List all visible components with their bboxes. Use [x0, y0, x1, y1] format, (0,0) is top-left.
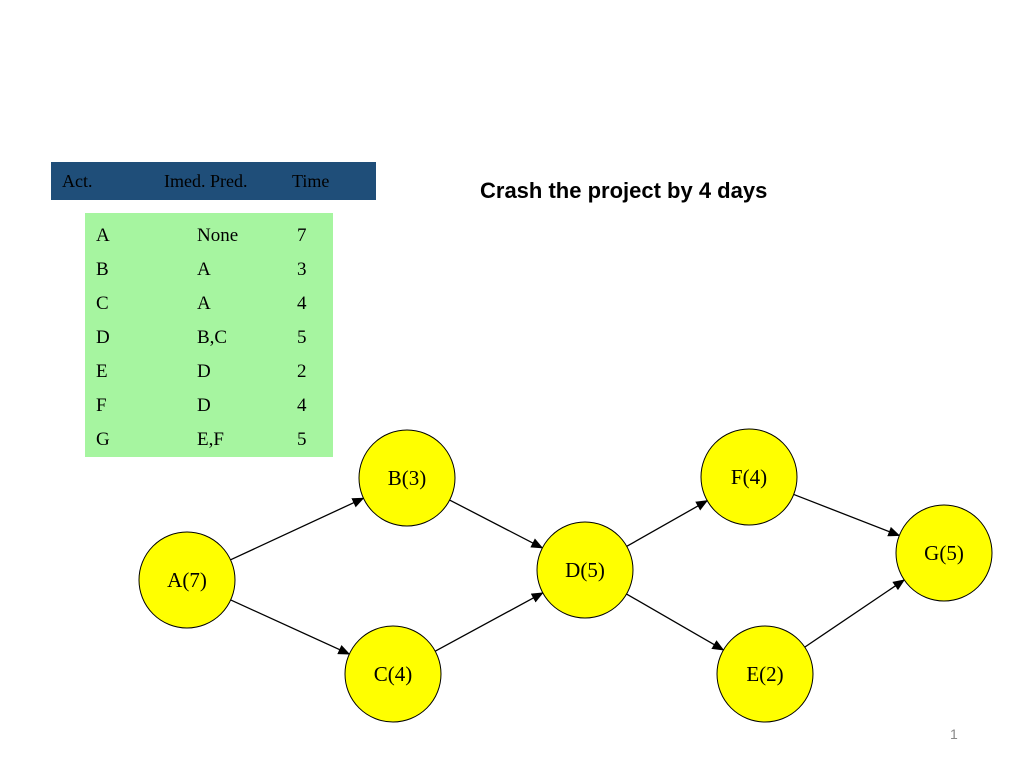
node-a: A(7) [138, 531, 236, 629]
edge-f-g [793, 493, 901, 537]
cell-pred: None [197, 225, 239, 246]
node-label: G(5) [924, 541, 964, 565]
edge-e-g [804, 579, 906, 648]
node-circle [536, 521, 634, 619]
node-label: B(3) [388, 466, 427, 490]
cell-act: C [96, 293, 109, 314]
edge-a-b [230, 497, 365, 561]
node-label: E(2) [746, 662, 783, 686]
table-row: C A 4 [85, 285, 333, 319]
nodes-layer: A(7) B(3) C(4) D(5) E(2) F(4) G(5) [138, 428, 993, 723]
node-c: C(4) [344, 625, 442, 723]
header-act: Act. [62, 171, 93, 191]
cell-pred: D [197, 395, 211, 416]
table-row: E D 2 [85, 353, 333, 387]
cell-time: 3 [297, 259, 307, 280]
node-circle [700, 428, 798, 526]
table-row: G E,F 5 [85, 421, 333, 455]
header-pred: Imed. Pred. [164, 171, 248, 191]
table-row: B A 3 [85, 251, 333, 285]
table-row: A None 7 [85, 217, 333, 251]
activity-table: A None 7 B A 3 C A 4 D B,C 5 E D 2 F D 4… [85, 213, 333, 457]
node-circle [716, 625, 814, 723]
node-e: E(2) [716, 625, 814, 723]
table-row: D B,C 5 [85, 319, 333, 353]
node-label: A(7) [167, 568, 207, 592]
node-label: F(4) [731, 465, 767, 489]
cell-time: 7 [297, 225, 307, 246]
cell-pred: A [197, 259, 211, 280]
cell-act: A [96, 225, 110, 246]
node-d: D(5) [536, 521, 634, 619]
edge-c-d [434, 592, 544, 652]
node-g: G(5) [895, 504, 993, 602]
edge-a-c [230, 599, 351, 655]
node-circle [895, 504, 993, 602]
node-b: B(3) [358, 429, 456, 527]
header-time: Time [292, 171, 330, 191]
cell-act: B [96, 259, 109, 280]
edge-d-e [626, 593, 725, 651]
page-number: 1 [950, 726, 958, 742]
node-circle [358, 429, 456, 527]
cell-time: 2 [297, 361, 307, 382]
node-f: F(4) [700, 428, 798, 526]
cell-time: 5 [297, 429, 307, 450]
cell-pred: A [197, 293, 211, 314]
node-circle [344, 625, 442, 723]
cell-act: E [96, 361, 108, 382]
cell-pred: D [197, 361, 211, 382]
table-header: Act. Imed. Pred. Time [51, 162, 376, 200]
edges-layer [230, 493, 906, 655]
cell-pred: E,F [197, 429, 224, 450]
cell-pred: B,C [197, 327, 228, 348]
cell-time: 4 [297, 395, 307, 416]
cell-act: D [96, 327, 110, 348]
cell-act: G [96, 429, 110, 450]
cell-time: 5 [297, 327, 307, 348]
table-row: F D 4 [85, 387, 333, 421]
node-label: C(4) [374, 662, 413, 686]
node-label: D(5) [565, 558, 605, 582]
node-circle [138, 531, 236, 629]
slide-title: Crash the project by 4 days [480, 178, 768, 203]
edge-b-d [449, 499, 544, 549]
edge-d-f [626, 500, 709, 547]
cell-act: F [96, 395, 107, 416]
cell-time: 4 [297, 293, 307, 314]
